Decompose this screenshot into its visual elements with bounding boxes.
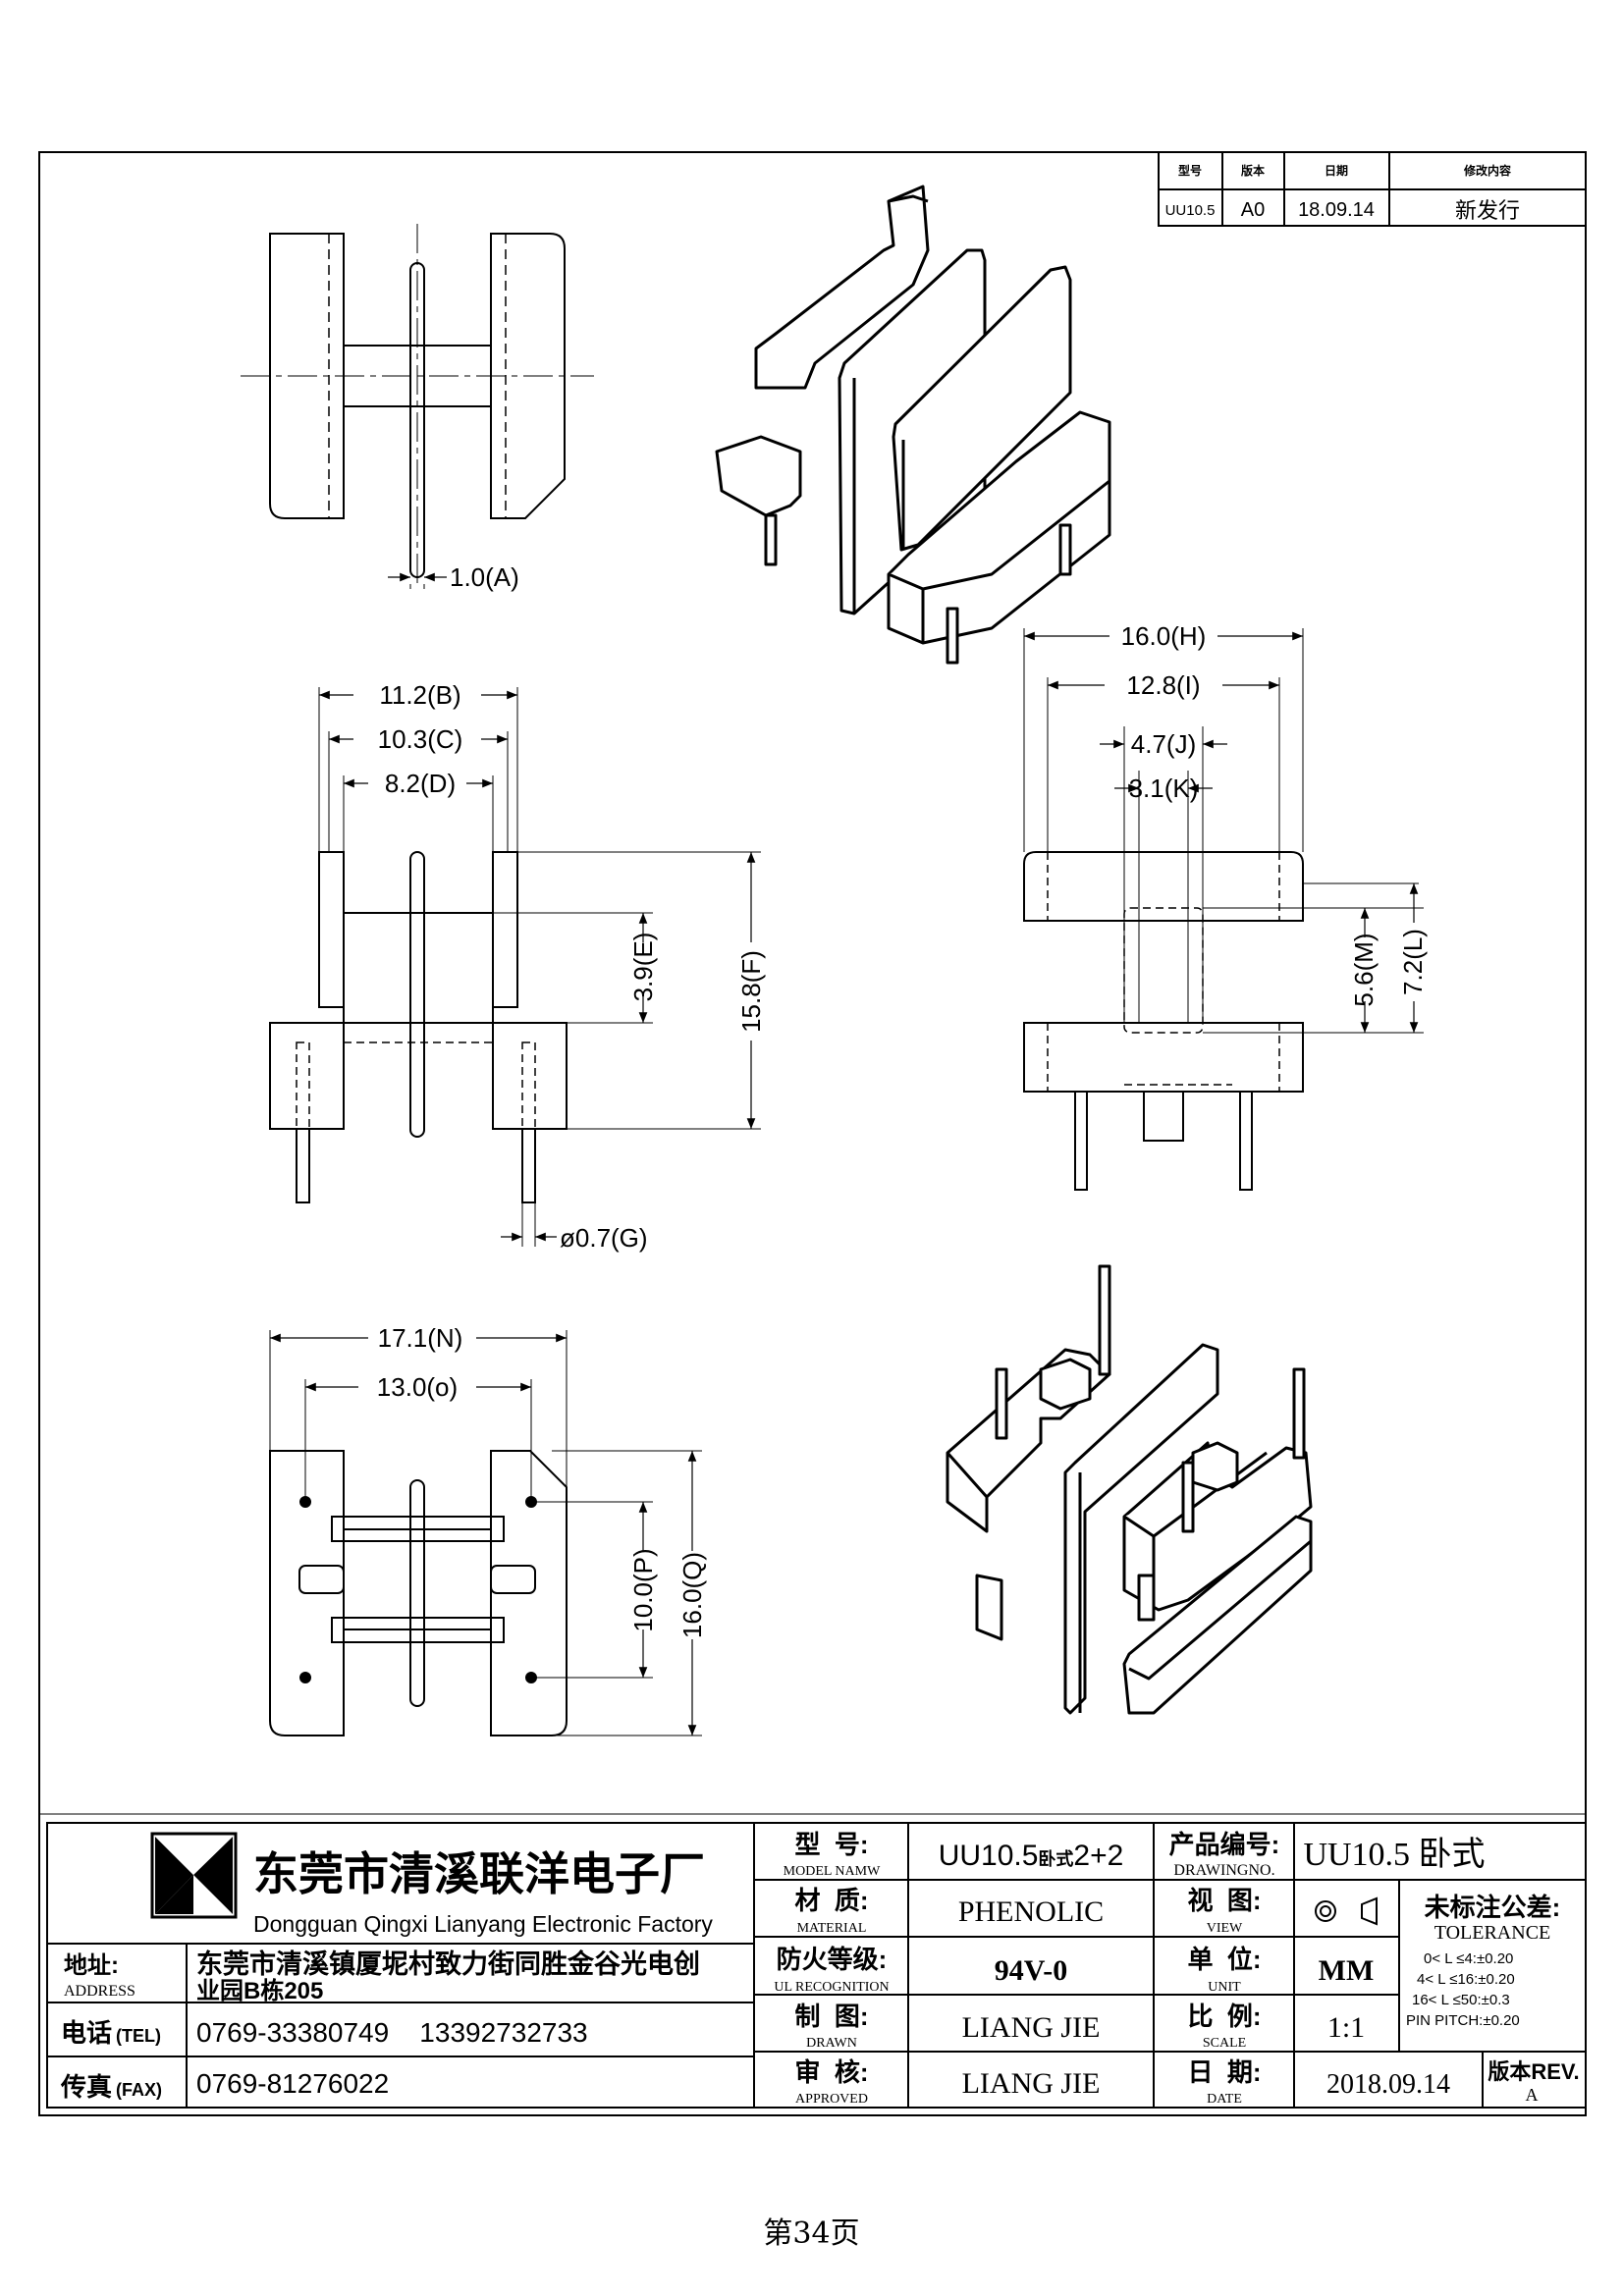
address-line-2: 业园B栋205 — [196, 1977, 323, 2004]
dim-F: 15.8(F) — [736, 950, 766, 1033]
rev-header-model: 型号 — [1178, 163, 1202, 178]
fax-value: 0769-81276022 — [196, 2068, 389, 2099]
top-view — [241, 224, 594, 589]
fire-label-cn: 防火等级: — [777, 1945, 888, 1974]
drawingno-value: UU10.5 卧式 — [1303, 1837, 1485, 1873]
material-label-cn: 材 质: — [794, 1886, 868, 1915]
address-line-1: 东莞市清溪镇厦坭村致力街同胜金谷光电创 — [196, 1949, 700, 1979]
rev-cell-date: 18.09.14 — [1298, 199, 1375, 221]
address-label-cn: 地址: — [64, 1952, 119, 1979]
fire-value: 94V-0 — [995, 1954, 1067, 1987]
tolerance-title-cn: 未标注公差: — [1425, 1893, 1561, 1922]
view-label-en: VIEW — [1207, 1921, 1243, 1936]
tolerance-line: 0< L ≤4:±0.20 — [1424, 1950, 1513, 1967]
dim-P: 10.0(P) — [628, 1548, 658, 1631]
dim-Q: 16.0(Q) — [677, 1552, 707, 1638]
side-view — [1023, 628, 1424, 1191]
drawn-label-cn: 制 图: — [794, 2002, 868, 2031]
front-view — [269, 687, 761, 1247]
material-label-en: MATERIAL — [797, 1921, 867, 1936]
approved-value: LIANG JIE — [962, 2067, 1101, 2100]
dim-A: 1.0(A) — [450, 562, 519, 592]
date-label-cn: 日 期: — [1187, 2057, 1261, 2087]
material-value: PHENOLIC — [958, 1896, 1104, 1928]
page-number: 第34页 — [763, 2216, 860, 2251]
date-label-en: DATE — [1207, 2092, 1242, 2107]
fax-label-cn: 传真 — [60, 2072, 112, 2102]
view-label-cn: 视 图: — [1187, 1886, 1261, 1915]
dim-D: 8.2(D) — [385, 769, 456, 798]
drawn-value: LIANG JIE — [962, 2011, 1101, 2044]
rev-label: 版本REV. — [1488, 2059, 1579, 2084]
approved-label-cn: 审 核: — [794, 2057, 868, 2087]
dim-H: 16.0(H) — [1121, 621, 1207, 651]
approved-label-en: APPROVED — [795, 2092, 868, 2107]
iso-view-top — [715, 185, 1111, 665]
company-name-cn: 东莞市清溪联洋电子厂 — [253, 1848, 705, 1899]
scale-value: 1:1 — [1327, 2011, 1365, 2044]
drawn-label-en: DRAWN — [806, 2036, 857, 2051]
rev-header-date: 日期 — [1325, 163, 1348, 178]
dim-M: 5.6(M) — [1349, 933, 1379, 1006]
scale-label-cn: 比 例: — [1187, 2002, 1261, 2031]
rev-value: A — [1526, 2085, 1539, 2105]
sheet-border — [38, 151, 1587, 2116]
scale-label-en: SCALE — [1203, 2036, 1246, 2051]
company-name-en: Dongguan Qingxi Lianyang Electronic Fact… — [253, 1911, 713, 1937]
iso-view-bottom — [946, 1264, 1313, 1715]
unit-label-en: UNIT — [1208, 1980, 1241, 1995]
tolerance-line: PIN PITCH:±0.20 — [1406, 2012, 1520, 2029]
tolerance-line: 16< L ≤50:±0.3 — [1412, 1992, 1510, 2008]
tel-label-cn: 电话 — [61, 2018, 112, 2048]
tel-label-en: (TEL) — [116, 2026, 161, 2046]
tel-value: 0769-33380749 13392732733 — [196, 2017, 588, 2048]
rev-header-changes: 修改内容 — [1463, 163, 1511, 178]
dim-E: 3.9(E) — [628, 933, 658, 1002]
address-label-en: ADDRESS — [64, 1983, 135, 2000]
dim-K: 3.1(K) — [1129, 774, 1199, 803]
tolerance-line: 4< L ≤16:±0.20 — [1417, 1971, 1515, 1988]
dim-N: 17.1(N) — [378, 1323, 463, 1353]
dim-O: 13.0(o) — [377, 1372, 458, 1402]
fax-label-en: (FAX) — [116, 2080, 162, 2100]
dim-B: 11.2(B) — [379, 680, 460, 710]
dim-C: 10.3(C) — [378, 724, 463, 754]
date-value: 2018.09.14 — [1326, 2069, 1450, 2100]
dim-J: 4.7(J) — [1131, 729, 1196, 759]
model-label-cn: 型 号: — [794, 1830, 868, 1859]
drawingno-label-cn: 产品编号: — [1169, 1830, 1280, 1859]
dim-G: ø0.7(G) — [560, 1223, 648, 1253]
dim-L: 7.2(L) — [1398, 929, 1428, 995]
revision-table — [1158, 151, 1587, 227]
model-value: UU10.5卧式2+2 — [939, 1840, 1124, 1872]
model-label-en: MODEL NAMW — [784, 1864, 881, 1879]
rev-cell-model: UU10.5 — [1165, 202, 1216, 219]
drawingno-label-en: DRAWINGNO. — [1173, 1862, 1274, 1879]
bottom-view — [269, 1330, 702, 1736]
dim-I: 12.8(I) — [1126, 670, 1200, 700]
company-logo — [150, 1832, 238, 1919]
tolerance-title-en: TOLERANCE — [1434, 1922, 1551, 1944]
unit-label-cn: 单 位: — [1187, 1945, 1261, 1974]
rev-cell-changes: 新发行 — [1455, 198, 1520, 223]
unit-value: MM — [1319, 1954, 1375, 1987]
rev-cell-version: A0 — [1241, 199, 1265, 221]
fire-label-en: UL RECOGNITION — [774, 1980, 889, 1995]
projection-symbol — [1315, 1896, 1378, 1926]
rev-header-version: 版本 — [1241, 163, 1265, 178]
